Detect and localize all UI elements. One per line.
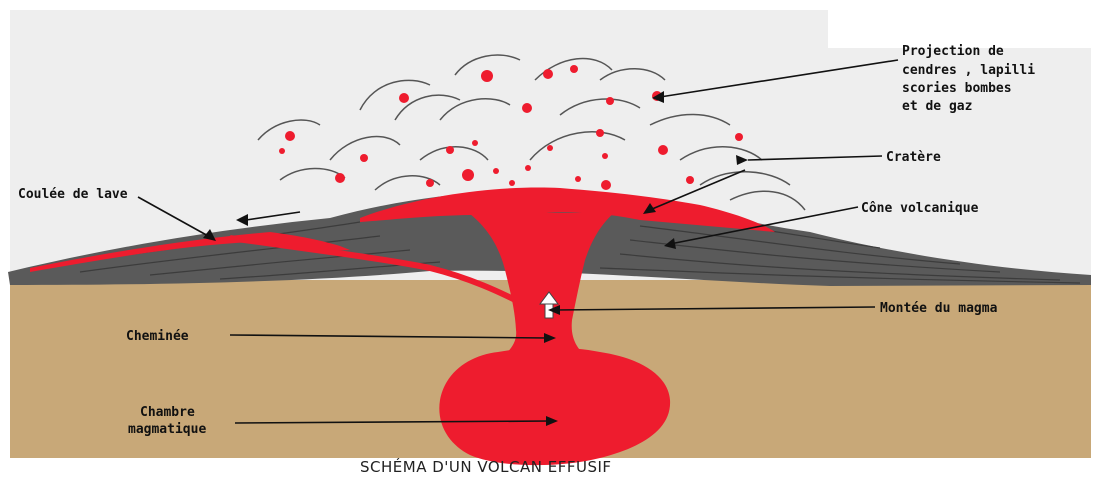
label-cheminee: Cheminée (126, 329, 189, 344)
label-montee: Montée du magma (880, 301, 998, 316)
label-chambre-1: Chambre (140, 405, 195, 420)
label-projection-3: scories bombes (902, 81, 1012, 96)
label-cratere: Cratère (886, 150, 941, 165)
label-projection-4: et de gaz (902, 99, 972, 114)
label-projection-2: cendres , lapilli (902, 63, 1035, 78)
label-projection-1: Projection de (902, 44, 1004, 59)
label-chambre-2: magmatique (128, 422, 206, 437)
diagram-title: SCHÉMA D'UN VOLCAN EFFUSIF (360, 457, 612, 476)
label-cone: Cône volcanique (861, 201, 979, 216)
label-coulee: Coulée de lave (18, 187, 128, 202)
